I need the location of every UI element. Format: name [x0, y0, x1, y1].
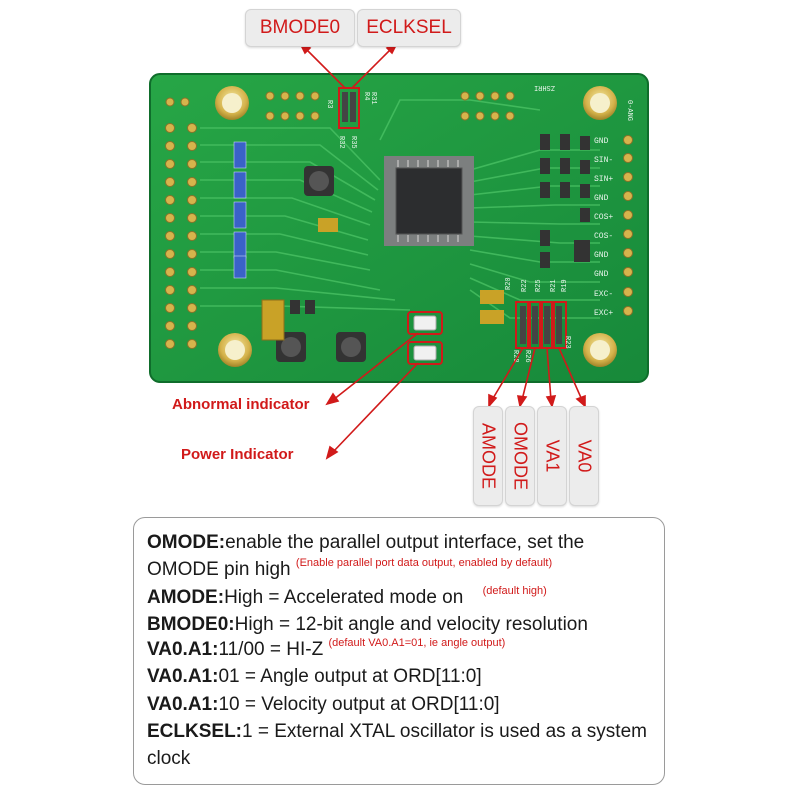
- note-amode: AMODE:High = Accelerated mode on (defaul…: [147, 585, 547, 608]
- silk-r25: R25: [535, 279, 543, 292]
- pin-label-cos-minus: COS-: [594, 232, 613, 241]
- silk-version: 0-ANG: [625, 100, 633, 121]
- note-eclksel-cont: clock: [147, 748, 191, 769]
- callout-abnormal-indicator: Abnormal indicator: [172, 396, 310, 413]
- silk-r31: R31: [369, 92, 377, 105]
- pin-label-sin-plus: SIN+: [594, 175, 613, 184]
- note-eclksel: ECLKSEL:1 = External XTAL oscillator is …: [147, 721, 647, 742]
- note-va-velocity: VA0.A1:10 = Velocity output at ORD[11:0]: [147, 694, 500, 715]
- pin-label-sin-minus: SIN-: [594, 156, 613, 165]
- pin-label-gnd-3: GND: [594, 251, 609, 260]
- pin-label-gnd-1: GND: [594, 137, 609, 146]
- silk-r22: R22: [521, 279, 529, 292]
- note-bmode0: BMODE0:High = 12-bit angle and velocity …: [147, 614, 588, 635]
- pin-label-exc-minus: EXC-: [594, 290, 613, 299]
- label-amode: AMODE: [473, 406, 503, 506]
- silk-r21: R21: [550, 279, 558, 292]
- callout-power-indicator: Power Indicator: [181, 446, 294, 463]
- silk-r35: R35: [349, 136, 357, 149]
- silk-r20: R20: [505, 277, 513, 290]
- silk-r23: R23: [563, 336, 571, 349]
- note-va-angle: VA0.A1:01 = Angle output at ORD[11:0]: [147, 666, 482, 687]
- silk-r4: R4: [362, 92, 370, 100]
- pin-label-gnd-2: GND: [594, 194, 609, 203]
- note-omode: OMODE:enable the parallel output interfa…: [147, 532, 585, 553]
- label-omode: OMODE: [505, 406, 535, 506]
- note-omode-cont: OMODE pin high (Enable parallel port dat…: [147, 557, 553, 580]
- notes-panel: OMODE:enable the parallel output interfa…: [133, 517, 665, 785]
- label-va0: VA0: [569, 406, 599, 506]
- silk-r28: R28: [511, 350, 519, 363]
- label-bmode0: BMODE0: [245, 9, 355, 47]
- pin-label-cos-plus: COS+: [594, 213, 613, 222]
- silk-r32: R32: [337, 136, 345, 149]
- note-va-hiz: VA0.A1:11/00 = HI-Z (default VA0.A1=01, …: [147, 637, 506, 660]
- pcb-board-image: GND SIN- SIN+ GND COS+ COS- GND GND EXC-…: [149, 41, 649, 460]
- label-eclksel: ECLKSEL: [357, 9, 461, 47]
- pin-label-exc-plus: EXC+: [594, 309, 613, 318]
- pin-label-gnd-4: GND: [594, 270, 609, 279]
- silk-zshri: ZSHRI: [534, 83, 555, 91]
- silk-r19: R19: [561, 279, 569, 292]
- label-va1: VA1: [537, 406, 567, 506]
- silk-r26: R26: [523, 350, 531, 363]
- silk-r3: R3: [325, 100, 333, 108]
